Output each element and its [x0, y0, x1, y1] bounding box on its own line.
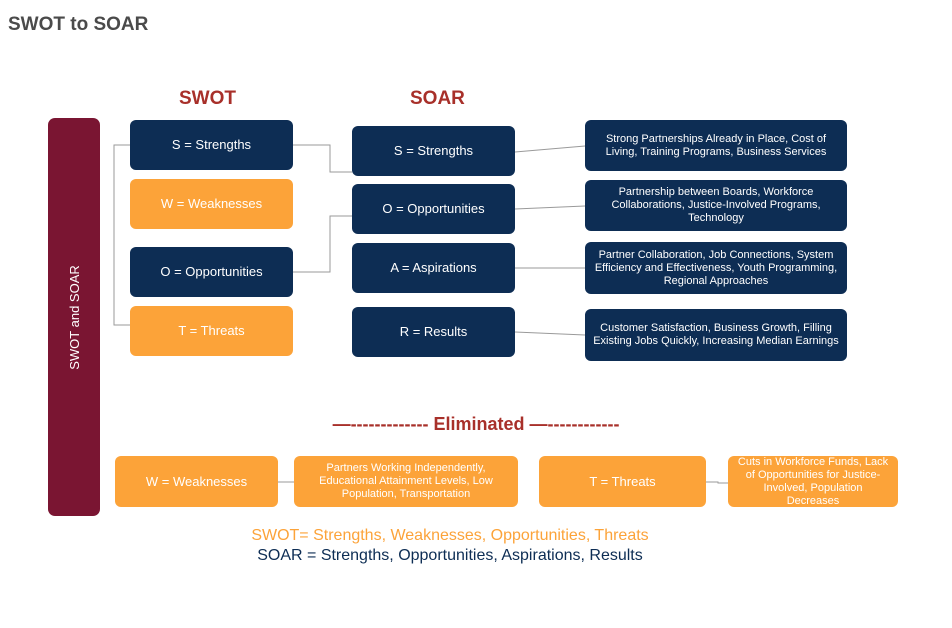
swot-heading: SWOT — [179, 88, 236, 109]
page-title: SWOT to SOAR — [8, 14, 149, 35]
swot-threats-box: T = Threats — [130, 306, 293, 356]
swot-opportunities-box: O = Opportunities — [130, 247, 293, 297]
eliminated-threats-box: T = Threats — [539, 456, 706, 507]
swot-legend: SWOT= Strengths, Weaknesses, Opportuniti… — [251, 527, 649, 544]
swot-and-soar-bar: SWOT and SOAR — [48, 118, 100, 516]
swot-bracket-line — [113, 144, 130, 326]
eliminated-weaknesses-detail: Partners Working Independently, Educatio… — [294, 456, 518, 507]
soar-strengths-box: S = Strengths — [352, 126, 515, 176]
opportunities-detail-box: Partnership between Boards, Workforce Co… — [585, 180, 847, 231]
aspirations-detail-box: Partner Collaboration, Job Connections, … — [585, 242, 847, 294]
swot-weaknesses-box: W = Weaknesses — [130, 179, 293, 229]
soar-aspirations-box: A = Aspirations — [352, 243, 515, 293]
results-detail-line — [514, 331, 586, 336]
soar-legend: SOAR = Strengths, Opportunities, Aspirat… — [257, 547, 643, 564]
soar-opportunities-box: O = Opportunities — [352, 184, 515, 234]
eliminated-threats-detail: Cuts in Workforce Funds, Lack of Opportu… — [728, 456, 898, 507]
swot-strengths-box: S = Strengths — [130, 120, 293, 170]
soar-results-box: R = Results — [352, 307, 515, 357]
soar-heading: SOAR — [410, 88, 465, 109]
side-label: SWOT and SOAR — [66, 264, 82, 370]
strengths-detail-line — [514, 145, 586, 153]
opportunities-connector — [293, 215, 352, 273]
strengths-connector — [293, 144, 352, 173]
elim-threats-line — [706, 481, 728, 484]
results-detail-box: Customer Satisfaction, Business Growth, … — [585, 309, 847, 361]
eliminated-weaknesses-box: W = Weaknesses — [115, 456, 278, 507]
opportunities-detail-line — [514, 205, 586, 210]
eliminated-heading: —------------- Eliminated —------------ — [332, 414, 620, 434]
strengths-detail-box: Strong Partnerships Already in Place, Co… — [585, 120, 847, 171]
